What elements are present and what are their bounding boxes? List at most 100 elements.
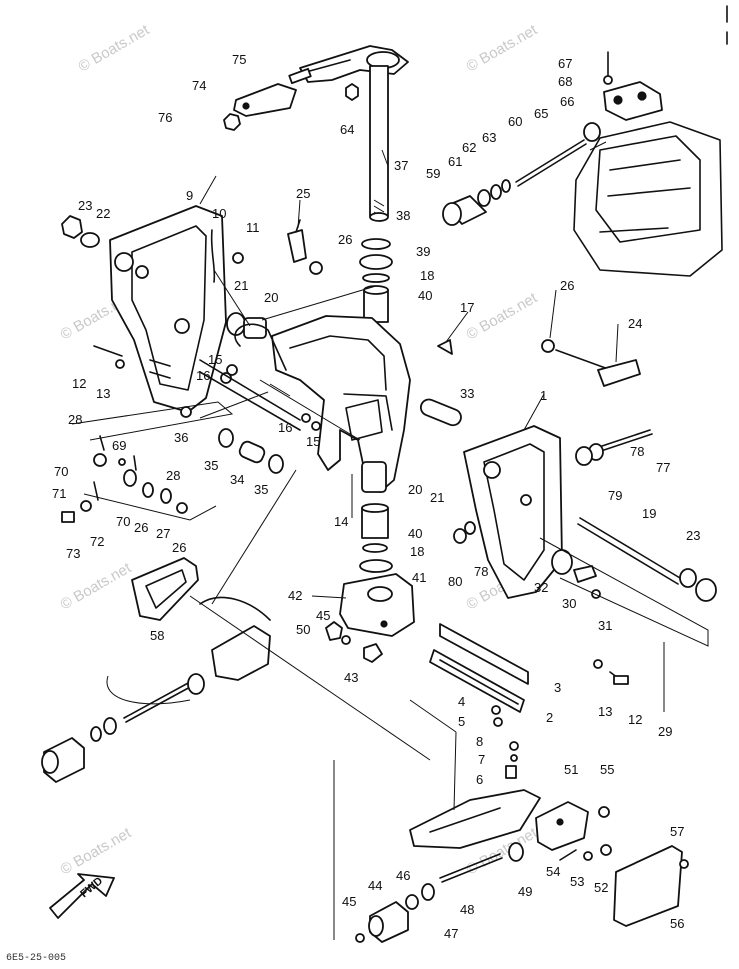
plate-56 xyxy=(613,845,683,927)
cable-loop xyxy=(234,323,287,371)
part-label: 20 xyxy=(264,290,278,305)
part-label: 18 xyxy=(410,544,424,559)
part-label: 13 xyxy=(598,704,612,719)
watermark: © Boats.net xyxy=(464,21,541,75)
nut-23-left xyxy=(61,215,83,239)
washer-45-center xyxy=(341,635,351,645)
part-label: 11 xyxy=(246,220,260,235)
washer-15-lower xyxy=(311,421,321,431)
part-label: 16 xyxy=(278,420,292,435)
washer-68 xyxy=(603,75,613,85)
part-label: 12 xyxy=(628,712,642,727)
washer-72 xyxy=(80,500,92,512)
part-label: 75 xyxy=(232,52,246,67)
part-label: 23 xyxy=(686,528,700,543)
washer-13-right xyxy=(593,659,603,669)
part-label: 35 xyxy=(204,458,218,473)
part-label: 22 xyxy=(96,206,110,221)
washer-26-lower xyxy=(142,482,154,498)
watermark: © Boats.net xyxy=(464,289,541,343)
part-label: 51 xyxy=(564,762,578,777)
part-label: 36 xyxy=(174,430,188,445)
part-label: 46 xyxy=(396,868,410,883)
part-label: 17 xyxy=(460,300,474,315)
part-label: 53 xyxy=(570,874,584,889)
part-label: 35 xyxy=(254,482,268,497)
part-label: 79 xyxy=(608,488,622,503)
part-label: 3 xyxy=(554,680,561,695)
washer-45-lower xyxy=(355,933,365,943)
part-label: 26 xyxy=(338,232,352,247)
part-label: 16 xyxy=(196,368,210,383)
mount-cup xyxy=(211,625,271,681)
part-label: 68 xyxy=(558,74,572,89)
bolt-48 xyxy=(439,853,503,883)
lower-mount-42 xyxy=(339,573,415,637)
footer: 6E5-25-005 xyxy=(6,953,66,964)
clamp-bracket-right xyxy=(463,425,563,599)
trim-tab xyxy=(409,789,541,849)
washer-61 xyxy=(477,189,491,207)
tilt-lever-30 xyxy=(573,565,597,583)
part-label: 67 xyxy=(558,56,572,71)
part-label: 65 xyxy=(534,106,548,121)
part-label: 57 xyxy=(670,824,684,839)
part-label: 56 xyxy=(670,916,684,931)
part-label: 73 xyxy=(66,546,80,561)
washer-46 xyxy=(405,894,419,910)
part-label: 9 xyxy=(186,188,193,203)
part-label: 31 xyxy=(598,618,612,633)
part-label: 58 xyxy=(150,628,164,643)
bolt-26-upper xyxy=(309,261,323,275)
part-label: 48 xyxy=(460,902,474,917)
mount-cylinder-59 xyxy=(442,195,487,226)
bolt-55 xyxy=(598,806,610,818)
part-label: 15 xyxy=(306,434,320,449)
watermark: © Boats.net xyxy=(58,559,135,613)
washer-left-1 xyxy=(103,717,117,735)
part-label: 37 xyxy=(394,158,408,173)
part-label: 42 xyxy=(288,588,302,603)
part-label: 78 xyxy=(474,564,488,579)
part-label: 8 xyxy=(476,734,483,749)
part-label: 7 xyxy=(478,752,485,767)
bracket-58 xyxy=(131,557,199,621)
bolt-75 xyxy=(288,67,312,85)
leader-lines xyxy=(106,141,665,940)
part-label: 63 xyxy=(482,130,496,145)
cable-58 xyxy=(199,596,271,621)
part-label: 24 xyxy=(628,316,642,331)
group-bracket-left-lower xyxy=(83,493,217,521)
part-label: 33 xyxy=(460,386,474,401)
part-label: 44 xyxy=(368,878,382,893)
nut-57 xyxy=(679,859,689,869)
part-label: 28 xyxy=(68,412,82,427)
part-label: 21 xyxy=(430,490,444,505)
bolt-22 xyxy=(80,232,100,248)
bolt-77 xyxy=(595,429,653,453)
part-label: 10 xyxy=(212,206,226,221)
bolt-12-left xyxy=(93,345,123,357)
part-label: 27 xyxy=(156,526,170,541)
watermark: © Boats.net xyxy=(58,824,135,878)
washer-70-upper xyxy=(93,453,107,467)
part-label: 15 xyxy=(208,352,222,367)
part-label: 45 xyxy=(342,894,356,909)
part-label: 78 xyxy=(630,444,644,459)
washer-16-lower xyxy=(301,413,311,423)
bushing-40-upper xyxy=(363,285,389,323)
part-label: 32 xyxy=(534,580,548,595)
link-25 xyxy=(287,219,307,263)
part-labels: 1 2 3 4 5 6 7 8 9 10 11 12 12 13 13 14 1… xyxy=(52,52,700,941)
part-label: 60 xyxy=(508,114,522,129)
fwd-arrow: FWD xyxy=(49,873,115,919)
washer-left-2 xyxy=(90,726,102,742)
cap-23-right xyxy=(695,578,717,602)
part-label: 55 xyxy=(600,762,614,777)
nut-76 xyxy=(223,113,241,131)
washer-15-upper xyxy=(226,364,238,376)
stopper-17 xyxy=(437,339,453,355)
part-label: 49 xyxy=(518,884,532,899)
steering-shaft xyxy=(369,65,389,222)
part-label: 61 xyxy=(448,154,462,169)
